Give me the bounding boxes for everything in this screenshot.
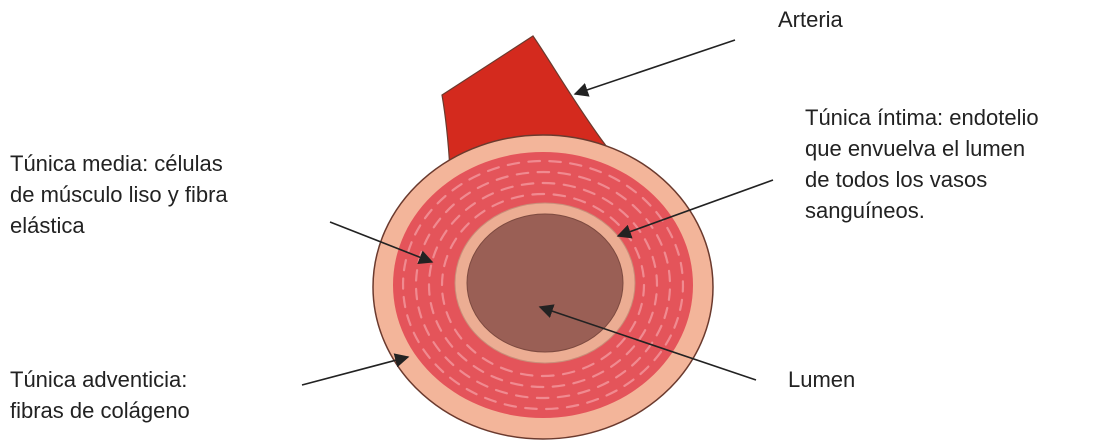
muscle-fiber-streak: [542, 376, 554, 377]
label-tunica-intima: Túnica íntima: endotelio que envuelva el…: [805, 102, 1039, 226]
label-media-line: Túnica media: células: [10, 148, 228, 179]
muscle-fiber-streak: [429, 284, 430, 294]
label-intima-line: que envuelva el lumen: [805, 133, 1039, 164]
muscle-fiber-streak: [416, 270, 417, 280]
label-intima-line: de todos los vasos: [805, 164, 1039, 195]
muscle-fiber-streak: [528, 161, 540, 162]
label-arteria-text: Arteria: [778, 4, 843, 35]
label-tunica-media: Túnica media: células de músculo liso y …: [10, 148, 228, 241]
muscle-fiber-streak: [669, 290, 670, 300]
muscle-fiber-streak: [657, 275, 658, 285]
label-lumen-text: Lumen: [788, 364, 855, 395]
label-tunica-adventicia: Túnica adventicia: fibras de colágeno: [10, 364, 190, 426]
muscle-fiber-streak: [669, 271, 670, 281]
label-arteria: Arteria: [778, 4, 843, 35]
muscle-fiber-streak: [522, 183, 534, 184]
label-adventicia-line: Túnica adventicia:: [10, 364, 190, 395]
muscle-fiber-streak: [553, 385, 565, 386]
label-media-line: de músculo liso y fibra: [10, 179, 228, 210]
muscle-fiber-streak: [643, 285, 644, 296]
muscle-fiber-streak: [549, 161, 561, 162]
muscle-fiber-streak: [442, 275, 443, 286]
muscle-fiber-streak: [525, 408, 537, 409]
label-lumen: Lumen: [788, 364, 855, 395]
arrow-adventicia: [302, 357, 408, 385]
label-intima-line: Túnica íntima: endotelio: [805, 102, 1039, 133]
label-adventicia-line: fibras de colágeno: [10, 395, 190, 426]
arrow-arteria: [575, 40, 735, 94]
muscle-fiber-streak: [532, 194, 544, 195]
lumen-area: [467, 214, 623, 352]
muscle-fiber-streak: [416, 289, 417, 299]
label-media-line: elástica: [10, 210, 228, 241]
muscle-fiber-streak: [543, 183, 555, 184]
muscle-fiber-streak: [546, 408, 558, 409]
label-intima-line: sanguíneos.: [805, 195, 1039, 226]
muscle-fiber-streak: [532, 387, 544, 388]
